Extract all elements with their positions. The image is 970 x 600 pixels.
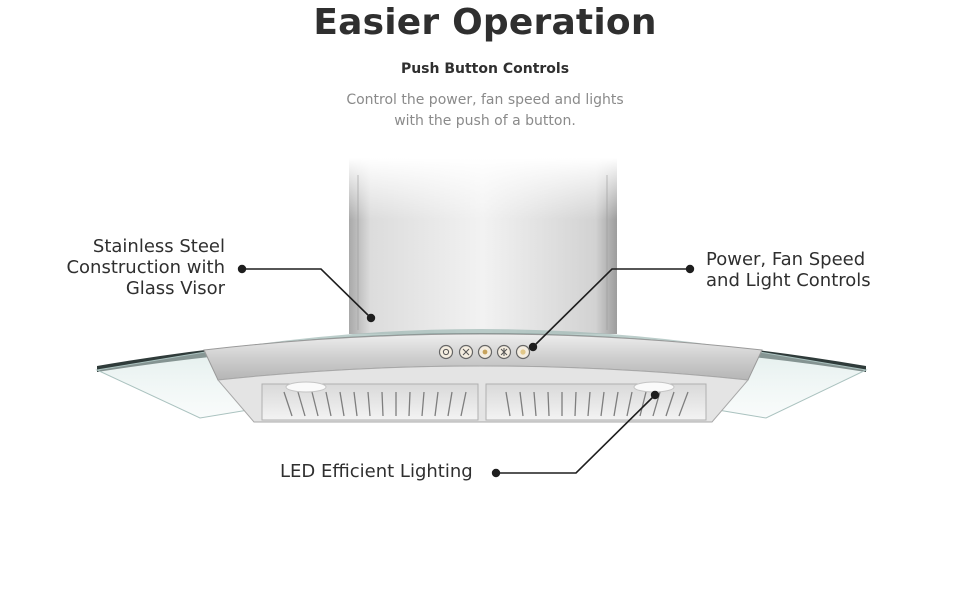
light-button-icon: [515, 344, 531, 360]
callout-dot-controls-start: [685, 264, 695, 274]
callout-label-controls-line-1: Power, Fan Speed: [706, 249, 866, 270]
fan-speed-high-icon: [496, 344, 512, 360]
description: Control the power, fan speed and lights …: [285, 90, 685, 132]
callout-label-controls-line-2: and Light Controls: [706, 270, 871, 291]
led-light-left: [285, 381, 327, 393]
fan-speed-mid-icon: [477, 344, 493, 360]
callout-line-steel: [242, 268, 372, 319]
callout-label-controls: Power, Fan Speed and Light Controls: [706, 249, 966, 291]
hood-canopy: [203, 333, 763, 423]
callout-label-steel-line-2: Construction with: [66, 257, 225, 278]
description-line-1: Control the power, fan speed and lights: [346, 92, 624, 108]
callout-dot-lighting-end: [650, 390, 660, 400]
fan-speed-low-icon: [458, 344, 474, 360]
control-panel: [438, 344, 531, 360]
callout-dot-lighting-start: [491, 468, 501, 478]
callout-label-steel-line-3: Glass Visor: [125, 278, 225, 299]
callout-dot-steel-end: [366, 313, 376, 323]
callout-label-steel-line-1: Stainless Steel: [92, 236, 225, 257]
section-subtitle: Push Button Controls: [400, 61, 570, 77]
led-light-right: [633, 381, 675, 393]
chimney: [349, 158, 617, 334]
page-title: Easier Operation: [313, 2, 657, 43]
callout-dot-steel-start: [237, 264, 247, 274]
description-line-2: with the push of a button.: [394, 113, 576, 129]
callout-line-lighting: [496, 394, 656, 474]
baffle-slats: [283, 391, 689, 417]
callout-dot-controls-end: [528, 342, 538, 352]
callout-label-steel: Stainless Steel Construction with Glass …: [0, 236, 225, 299]
callout-label-lighting: LED Efficient Lighting: [280, 461, 473, 482]
callout-line-controls: [532, 268, 690, 348]
power-button-icon: [438, 344, 454, 360]
